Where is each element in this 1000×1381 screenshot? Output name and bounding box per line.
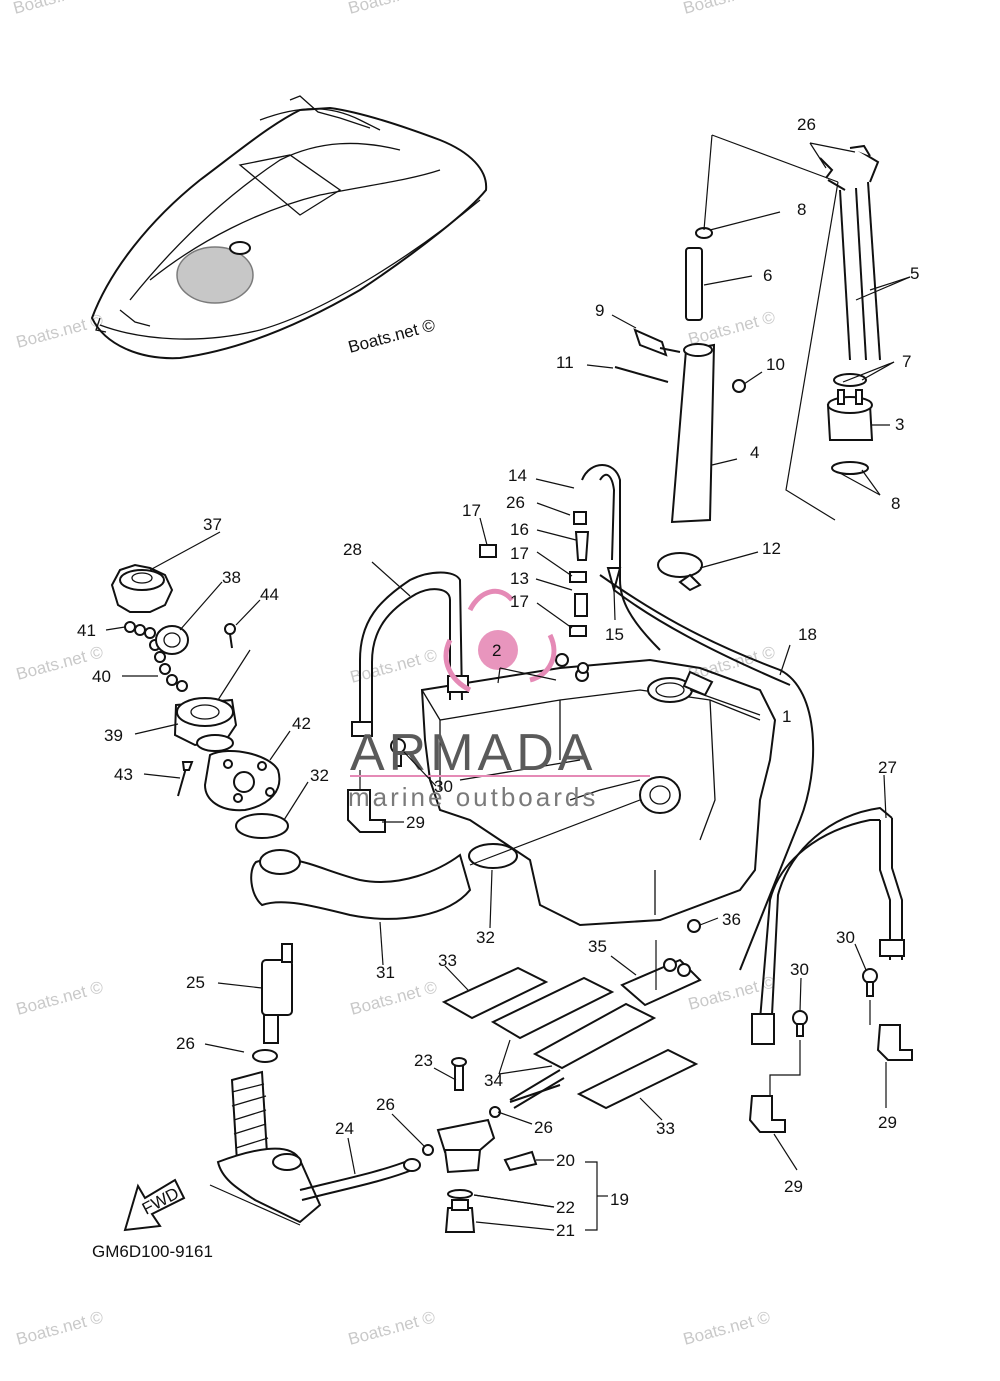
callout-5: 5 (910, 264, 919, 283)
callout-18: 18 (798, 625, 817, 644)
watermark: Boats.net © (14, 977, 105, 1019)
callout-17a: 17 (462, 501, 481, 520)
callout-23: 23 (414, 1051, 433, 1070)
callout-3: 3 (895, 415, 904, 434)
callout-19: 19 (610, 1190, 629, 1209)
watermark: Boats.net © (348, 645, 439, 687)
callout-31: 31 (376, 963, 395, 982)
callout-40: 40 (92, 667, 111, 686)
callout-26d: 26 (376, 1095, 395, 1114)
callout-34: 34 (484, 1071, 503, 1090)
callout-41: 41 (77, 621, 96, 640)
callout-8a: 8 (797, 200, 806, 219)
callout-17b: 17 (510, 544, 529, 563)
watermark: Boats.net © (11, 0, 102, 18)
callout-29c: 29 (878, 1113, 897, 1132)
callout-26e: 26 (534, 1118, 553, 1137)
callout-2: 2 (492, 641, 501, 660)
callout-30b: 30 (790, 960, 809, 979)
fuel-filter-assy (422, 1057, 561, 1233)
callout-10: 10 (766, 355, 785, 374)
callout-28: 28 (343, 540, 362, 559)
brand-name: ARMADA (350, 724, 596, 782)
callout-26b: 26 (506, 493, 525, 512)
callout-36: 36 (722, 910, 741, 929)
callout-38: 38 (222, 568, 241, 587)
callout-35: 35 (588, 937, 607, 956)
watermark: Boats.net © (681, 0, 772, 18)
callout-39: 39 (104, 726, 123, 745)
callout-30a: 30 (434, 777, 453, 796)
callout-21: 21 (556, 1221, 575, 1240)
callout-labels: 1 2 3 4 5 6 7 8 8 9 10 11 12 13 14 15 16… (77, 115, 919, 1240)
callout-7: 7 (902, 352, 911, 371)
callout-33b: 33 (656, 1119, 675, 1138)
callout-26a: 26 (797, 115, 816, 134)
callout-43: 43 (114, 765, 133, 784)
callout-29b: 29 (784, 1177, 803, 1196)
callout-25: 25 (186, 973, 205, 992)
diagram-code: GM6D100-9161 (92, 1242, 213, 1261)
tank-pads (441, 940, 702, 1110)
suction-pipe-assy (614, 227, 746, 592)
site-mark: Boats.net © (346, 315, 437, 357)
armada-logo: ARMADA marine outboards (348, 588, 650, 812)
filler-cap-assy (110, 563, 281, 812)
callout-22: 22 (556, 1198, 575, 1217)
watermark: Boats.net © (346, 0, 437, 18)
fwd-arrow-icon: FWD (123, 1178, 186, 1232)
callout-4: 4 (750, 443, 759, 462)
water-box (209, 943, 421, 1226)
callout-14: 14 (508, 466, 527, 485)
callout-37: 37 (203, 515, 222, 534)
callout-17c: 17 (510, 592, 529, 611)
watermark: Boats.net © (348, 977, 439, 1019)
callout-12: 12 (762, 539, 781, 558)
callout-15: 15 (605, 625, 624, 644)
tank-bands (351, 571, 905, 1045)
callout-32b: 32 (476, 928, 495, 947)
callout-44: 44 (260, 585, 279, 604)
callout-33a: 33 (438, 951, 457, 970)
watermark: Boats.net © (681, 1307, 772, 1349)
callout-42: 42 (292, 714, 311, 733)
brackets (347, 738, 913, 1133)
watercraft-overview (90, 95, 488, 360)
callout-9: 9 (595, 301, 604, 320)
callout-11: 11 (556, 353, 574, 372)
brand-tagline: marine outboards (348, 782, 598, 812)
callout-1: 1 (782, 707, 791, 726)
fuel-cock-assy (703, 134, 881, 521)
callout-32a: 32 (310, 766, 329, 785)
callout-30c: 30 (836, 928, 855, 947)
callout-29a: 29 (406, 813, 425, 832)
callout-6: 6 (763, 266, 772, 285)
callout-13: 13 (510, 569, 529, 588)
watermark: Boats.net © (14, 1307, 105, 1349)
callout-16: 16 (510, 520, 529, 539)
breather-hoses (479, 464, 661, 674)
filler-hose (235, 799, 641, 920)
watermarks: Boats.net © Boats.net © Boats.net © Boat… (11, 0, 777, 1349)
callout-24: 24 (335, 1119, 354, 1138)
watermark: Boats.net © (346, 1307, 437, 1349)
callout-20: 20 (556, 1151, 575, 1170)
callout-26c: 26 (176, 1034, 195, 1053)
leader-lines (105, 142, 911, 1231)
callout-8b: 8 (891, 494, 900, 513)
fuel-tank (420, 658, 777, 927)
callout-27: 27 (878, 758, 897, 777)
